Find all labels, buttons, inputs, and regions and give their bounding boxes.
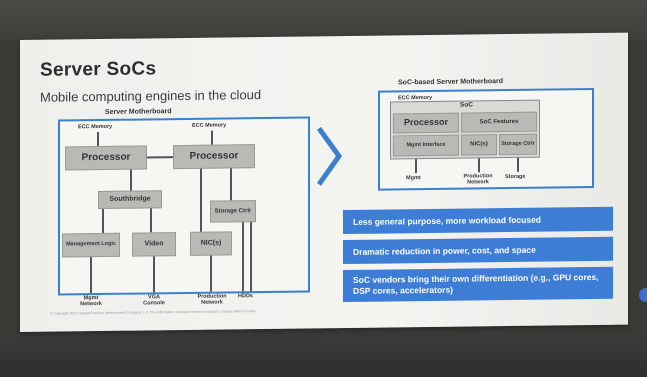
chevron-right-icon <box>316 126 343 186</box>
soc-storage-label: Storage <box>505 173 526 181</box>
soc-label: SoC <box>460 101 473 109</box>
management-logic-block: Management Logic <box>62 232 120 258</box>
hdds-label: HDDs <box>238 293 253 300</box>
wire <box>250 222 252 292</box>
wire <box>478 158 480 173</box>
processor-left-block: Processor <box>65 145 147 171</box>
video-block: Video <box>132 232 176 257</box>
left-diagram-title: Server Motherboard <box>105 108 172 116</box>
wire <box>210 255 212 292</box>
wire <box>153 256 155 293</box>
southbridge-block: Southbridge <box>98 190 162 210</box>
slide-title: Server SoCs <box>40 58 157 81</box>
wire <box>150 208 152 233</box>
banner-differentiation: SoC vendors bring their own differentiat… <box>343 266 613 303</box>
room-floor-bottom <box>0 335 647 377</box>
soc-mgmt-label: Mgmt <box>406 175 421 182</box>
soc-production-network-label: Production Network <box>463 173 493 186</box>
wire <box>102 208 104 233</box>
soc-storage-ctrlr-block: Storage Ctrlr <box>499 133 537 156</box>
presentation-slide: Server SoCs Mobile computing engines in … <box>20 32 628 333</box>
wire <box>242 222 244 292</box>
soc-processor-block: Processor <box>393 112 459 134</box>
mgmt-interface-block: Mgmt Interface <box>393 134 459 157</box>
ecc-memory-right-label: ECC Memory <box>192 122 227 129</box>
wire <box>211 130 213 145</box>
ecc-memory-left-label: ECC Memory <box>78 123 113 131</box>
wire <box>130 169 132 192</box>
mgmt-network-label: Mgmt Network <box>80 295 102 308</box>
processor-right-block: Processor <box>173 144 255 170</box>
soc-features-block: SoC Features <box>461 111 537 133</box>
vga-console-label: VGA Console <box>143 294 165 307</box>
server-motherboard-box <box>58 116 310 296</box>
banner-reduction: Dramatic reduction in power, cost, and s… <box>343 236 613 265</box>
wire <box>415 159 417 174</box>
right-diagram-title: SoC-based Server Motherboard <box>398 78 504 87</box>
wire <box>147 156 173 159</box>
production-network-label: Production Network <box>197 293 227 306</box>
wire <box>517 157 519 172</box>
nics-block: NIC(s) <box>190 231 232 256</box>
slide-marker-dot <box>639 288 647 302</box>
slide-footer: © Copyright 2012 Hewlett-Packard Develop… <box>50 309 257 316</box>
soc-nics-block: NIC(s) <box>461 134 497 156</box>
wire <box>97 132 99 147</box>
wire <box>230 168 232 201</box>
storage-ctrlr-block: Storage Ctrlr <box>210 200 256 223</box>
wire <box>90 257 92 294</box>
slide-subtitle: Mobile computing engines in the cloud <box>40 87 262 105</box>
banner-workload: Less general purpose, more workload focu… <box>343 206 613 235</box>
